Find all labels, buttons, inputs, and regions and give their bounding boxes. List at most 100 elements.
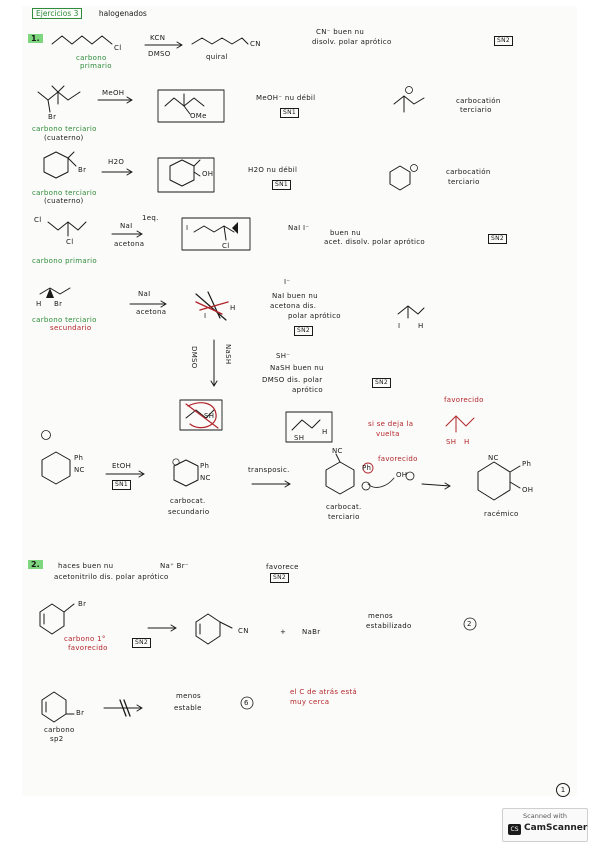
ex2-row1-note-1: menos — [368, 612, 393, 620]
row7-final-label-1: NC — [488, 454, 499, 462]
row4-product-box — [181, 217, 251, 251]
row1-note-1: CN⁻ buen nu — [316, 28, 365, 36]
row5-note-2: acetona dis. — [270, 302, 317, 310]
row7-transpos: transposic. — [248, 466, 290, 474]
row4-solvent: acetona — [114, 240, 145, 248]
row7-left-label-2: NC — [74, 466, 85, 474]
row4-mech: SN2 — [488, 234, 508, 244]
row7-intermediate-ring — [173, 459, 199, 487]
row6-mech: SN2 — [372, 378, 392, 388]
row2-note-1: MeOH⁻ nu débil — [256, 94, 316, 102]
row2-reagent: MeOH — [102, 89, 125, 97]
ex2-row2-note-2: estable — [174, 704, 202, 712]
row1-reactant-note-2: primario — [80, 62, 112, 70]
row3-cation-note-2: terciario — [448, 178, 480, 186]
row7-cat-note-2: terciario — [328, 513, 360, 521]
notebook-page — [22, 6, 577, 796]
row1-mech: SN2 — [494, 36, 514, 46]
row1-product-name: quiral — [206, 53, 228, 61]
row6-red-note-1: si se deja la — [368, 420, 414, 428]
ex2-intro-3: favorece — [266, 563, 299, 571]
ex2-row1-circle: 2 — [467, 620, 472, 628]
row5-product-label-2: H — [230, 304, 236, 312]
row3-product-label: OH — [202, 170, 214, 178]
row5-product-label-1: I — [204, 312, 207, 320]
ex2-row2-reactant-label: Br — [76, 709, 85, 717]
row4-reactant — [47, 221, 87, 231]
row4-reagent-eq: 1eq. — [142, 214, 159, 222]
row6-product-box — [285, 411, 333, 443]
ex2-row1-reactant-note-2: favorecido — [68, 644, 108, 652]
row5-reactant-label-1: H — [36, 300, 42, 308]
row1-reactant-note-1: carbono — [76, 54, 107, 62]
row5-reactant — [39, 287, 71, 295]
row4-reactant-label-2: Cl — [66, 238, 74, 246]
row3-note-1: H2O nu débil — [248, 166, 298, 174]
row5-reactant-note-1: carbono terciario — [32, 316, 97, 324]
row6-red-label-1: SH — [446, 438, 457, 446]
page-title-box: Ejercicios 3 — [32, 8, 83, 19]
row5-side-label-1: I — [398, 322, 401, 330]
exercise-2-number: 2. — [28, 560, 43, 569]
ex2-row1-note-2: estabilizado — [366, 622, 412, 630]
row3-cation-note-1: carbocatión — [446, 168, 491, 176]
ex2-row2-circle: 6 — [244, 699, 249, 707]
row1-product-label: CN — [250, 40, 261, 48]
row6-red-note-3: favorecido — [444, 396, 484, 404]
row3-mech: SN1 — [272, 180, 292, 190]
row6-note-3: aprótico — [292, 386, 323, 394]
row7-int-note-1: carbocat. — [170, 497, 206, 505]
row1-note-2: disolv. polar aprótico — [312, 38, 392, 46]
row7-cat-note-1: carbocat. — [326, 503, 362, 511]
ex2-intro-mech: SN2 — [270, 573, 290, 583]
row4-product-label-2: Cl — [222, 242, 230, 250]
camscanner-top-text: Scanned with — [523, 812, 567, 820]
ex2-intro-4: acetonitrilo dis. polar aprótico — [54, 573, 169, 581]
row3-reactant-ring — [43, 151, 69, 179]
row7-int-note-2: secundario — [168, 508, 210, 516]
row5-side-product — [397, 305, 425, 315]
row7-cation-ring — [325, 461, 355, 495]
row4-note-3: acet. disolv. polar aprótico — [324, 238, 425, 246]
row3-reactant-note-2: (cuaterno) — [44, 197, 84, 205]
row3-reactant-note-1: carbono terciario — [32, 189, 97, 197]
row4-product-label-1: I — [186, 224, 189, 232]
row7-final-ring — [477, 461, 511, 501]
ex2-row1-mech: SN2 — [132, 638, 152, 648]
row2-cation-note-2: terciario — [460, 106, 492, 114]
row7-left-ring — [41, 451, 71, 485]
row4-note-1: NaI I⁻ — [288, 224, 310, 232]
row7-mech: SN1 — [112, 480, 132, 490]
row7-final-label-3: OH — [522, 486, 534, 494]
camscanner-badge: Scanned with CS CamScanner — [502, 808, 588, 842]
ex2-row2-reactant-note-2: sp2 — [50, 735, 64, 743]
row6-product-label-1: SH — [294, 434, 305, 442]
row5-mech: SN2 — [294, 326, 314, 336]
camscanner-name: CamScanner — [524, 823, 588, 833]
row6-product-label-2: H — [322, 428, 328, 436]
row4-reactant-note: carbono primario — [32, 257, 97, 265]
row5-note-0: I⁻ — [284, 278, 291, 286]
row6-note-2: DMSO dis. polar — [262, 376, 323, 384]
row4-note-2: buen nu — [330, 229, 361, 237]
row7-oh-label: OH — [396, 471, 408, 479]
row3-product-box — [157, 157, 215, 193]
ex2-row2-red-note-2: muy cerca — [290, 698, 330, 706]
row6-reagent-vert-2: NaSH — [224, 344, 232, 365]
camscanner-logo-icon: CS — [508, 824, 521, 835]
row7-int-label-2: NC — [200, 474, 211, 482]
ex2-row2-note-1: menos — [176, 692, 201, 700]
row6-red-product — [445, 415, 475, 427]
row3-reactant-label: Br — [78, 166, 87, 174]
row5-note-3: polar aprótico — [288, 312, 341, 320]
exercise-1-number: 1. — [28, 34, 43, 43]
ex2-row1-byproduct: NaBr — [302, 628, 321, 636]
row2-reactant-label: Br — [48, 113, 57, 121]
row6-note-0: SH⁻ — [276, 352, 291, 360]
row1-solvent: DMSO — [148, 50, 171, 58]
row4-reactant-label-1: Cl — [34, 216, 42, 224]
row1-reagent: KCN — [150, 34, 166, 42]
row6-red-label-2: H — [464, 438, 470, 446]
row2-cation-note-1: carbocatión — [456, 97, 501, 105]
row2-reactant-note-2: (cuaterno) — [44, 134, 84, 142]
